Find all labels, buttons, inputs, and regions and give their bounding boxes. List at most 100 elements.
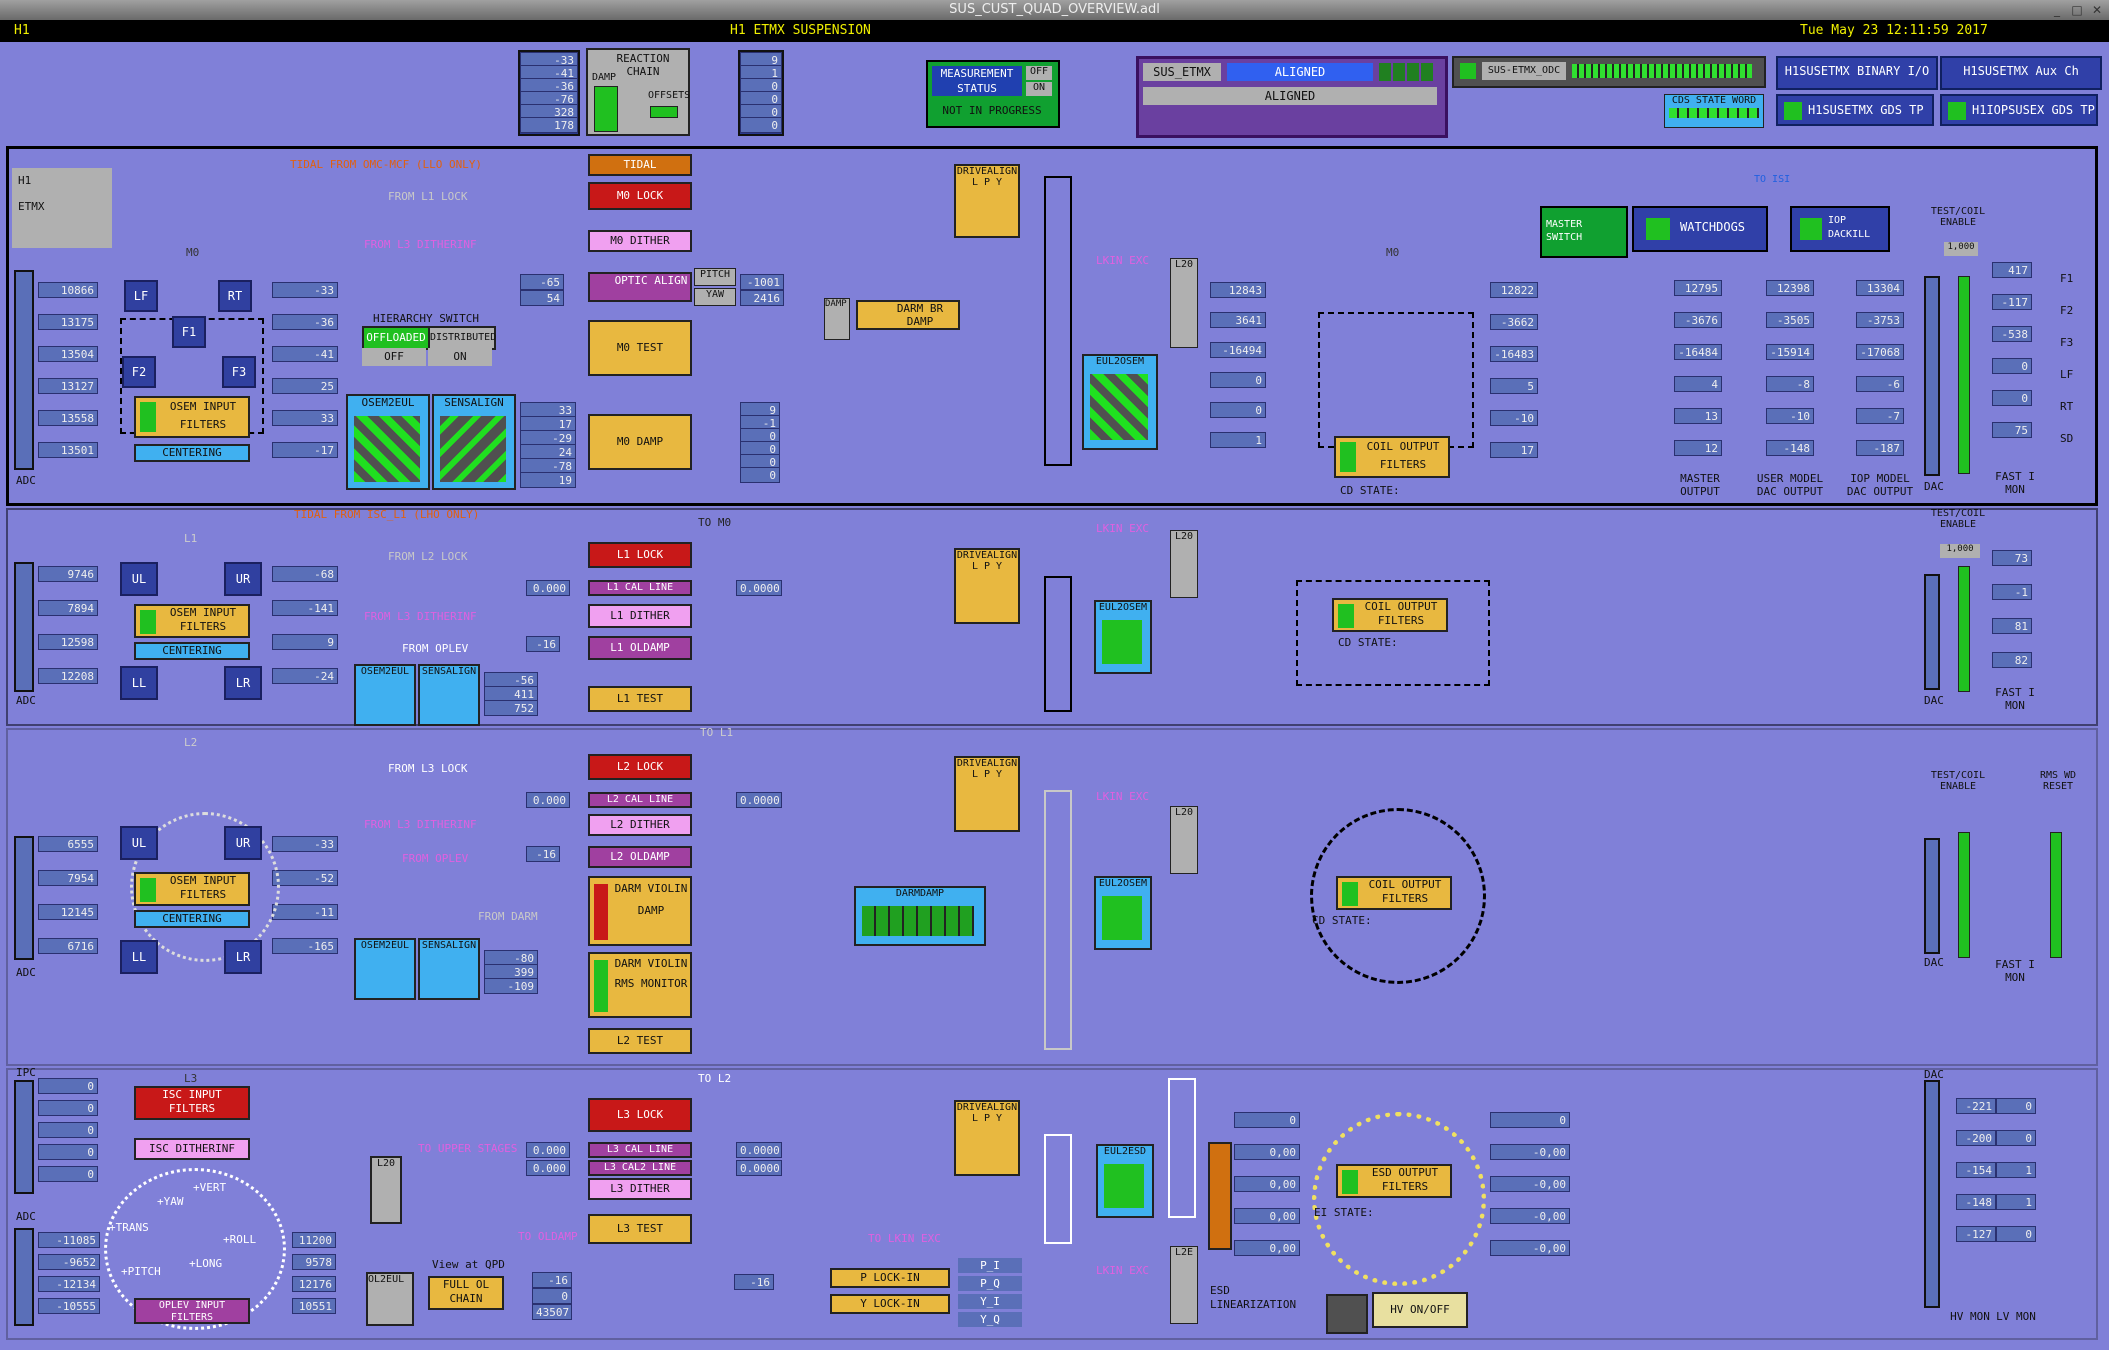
darm-br-damp-button[interactable]: DARM BR DAMP	[856, 300, 960, 330]
l1-osem2eul-button[interactable]: OSEM2EUL	[354, 664, 416, 726]
esd-right-value: -0,00	[1490, 1208, 1570, 1224]
tidal-filter-button[interactable]: TIDAL	[588, 154, 692, 176]
l2-oldamp-button[interactable]: L2 OLDAMP	[588, 846, 692, 868]
isc-input-filters[interactable]: ISC INPUT FILTERS	[134, 1086, 250, 1120]
l2-coil-output-filters[interactable]: COIL OUTPUT FILTERS	[1336, 876, 1452, 910]
watchdogs-button[interactable]: WATCHDOGS	[1632, 206, 1768, 252]
m0-coil-in-value: 5	[1490, 378, 1538, 394]
l1-oldamp-button[interactable]: L1 OLDAMP	[588, 636, 692, 660]
yaw-button[interactable]: YAW	[694, 288, 736, 306]
l3-dac-label: DAC	[1924, 1068, 1944, 1081]
l2-lock-button[interactable]: L2 LOCK	[588, 754, 692, 780]
l2-cal-out: 0.0000	[736, 792, 782, 808]
pitch-button[interactable]: PITCH	[694, 268, 736, 286]
hierarchy-off-button[interactable]: OFF	[362, 348, 426, 366]
m0-eul2osem-button[interactable]: EUL2OSEM	[1082, 354, 1158, 450]
m0-lock-button[interactable]: M0 LOCK	[588, 182, 692, 210]
l1-cal-line-button[interactable]: L1 CAL LINE	[588, 580, 692, 596]
m0-dither-button[interactable]: M0 DITHER	[588, 230, 692, 252]
l1-test-button[interactable]: L1 TEST	[588, 686, 692, 712]
l1-centering-button[interactable]: CENTERING	[134, 642, 250, 660]
m0-drive-value: 0	[1210, 372, 1266, 388]
master-switch[interactable]: MASTER SWITCH	[1540, 206, 1628, 258]
l3-lock-button[interactable]: L3 LOCK	[588, 1098, 692, 1132]
esd-output-filters[interactable]: ESD OUTPUT FILTERS	[1336, 1164, 1452, 1198]
measurement-status-label: MEASUREMENT STATUS	[932, 66, 1022, 96]
darmdamp-button[interactable]: DARMDAMP	[854, 886, 986, 946]
m0-coil-label: F1	[2060, 272, 2074, 285]
m0-fast-value: -117	[1992, 294, 2032, 310]
l3-dither-button[interactable]: L3 DITHER	[588, 1178, 692, 1200]
m0-osem2eul-button[interactable]: OSEM2EUL	[346, 394, 430, 490]
l2-osem2eul-button[interactable]: OSEM2EUL	[354, 938, 416, 1000]
l2-osem-input-filters[interactable]: OSEM INPUT FILTERS	[134, 872, 250, 906]
l1-adc-bar	[14, 562, 34, 692]
m0-osem-input-filters[interactable]: OSEM INPUT FILTERS	[134, 396, 250, 438]
full-ol-chain-button[interactable]: FULL OL CHAIN	[428, 1276, 504, 1310]
iop-dackill-button[interactable]: IOP DACKILL	[1790, 206, 1890, 252]
guardian-request-menu[interactable]: ALIGNED	[1143, 87, 1437, 105]
binary-io-button[interactable]: H1SUSETMX BINARY I/O	[1776, 56, 1938, 90]
master-output-value: -3676	[1674, 312, 1722, 328]
darm-violin-damp-button[interactable]: DARM VIOLIN DAMP	[588, 876, 692, 946]
optic-align-button[interactable]: OPTIC ALIGN	[588, 272, 692, 302]
l3-adc-label: ADC	[16, 1210, 36, 1223]
m0-sensalign-button[interactable]: SENSALIGN	[432, 394, 516, 490]
l3-hv-value: -154	[1956, 1162, 1996, 1178]
l1-dac-bar	[1924, 574, 1940, 690]
l2-cal-line-button[interactable]: L2 CAL LINE	[588, 792, 692, 808]
p-lock-in-button[interactable]: P LOCK-IN	[830, 1268, 950, 1288]
l2-lkin-exc: LKIN EXC	[1096, 790, 1149, 803]
m0-adc-value: 10866	[38, 282, 98, 298]
measurement-off-button[interactable]: OFF	[1026, 66, 1052, 80]
oplev-input-filters[interactable]: OPLEV INPUT FILTERS	[134, 1298, 250, 1324]
m0-test-button[interactable]: M0 TEST	[588, 320, 692, 376]
ol2eul-button[interactable]: OL2EUL	[366, 1272, 414, 1326]
l2-test-button[interactable]: L2 TEST	[588, 1028, 692, 1054]
reaction-chain-button[interactable]: REACTION CHAIN DAMP OFFSETS	[586, 48, 690, 136]
iop-gds-tp-button[interactable]: H1IOPSUSEX GDS TP	[1940, 94, 2098, 126]
l3-cal2-line-button[interactable]: L3 CAL2 LINE	[588, 1160, 692, 1176]
l2-dither-button[interactable]: L2 DITHER	[588, 814, 692, 836]
m0-centering-button[interactable]: CENTERING	[134, 444, 250, 462]
maximize-icon[interactable]: □	[2071, 3, 2083, 17]
l2-sensalign-button[interactable]: SENSALIGN	[418, 938, 480, 1000]
close-icon[interactable]: ✕	[2091, 3, 2103, 17]
l1-dither-button[interactable]: L1 DITHER	[588, 604, 692, 628]
site-label: H1	[14, 23, 30, 38]
l3-test-button[interactable]: L3 TEST	[588, 1214, 692, 1244]
gds-tp-button[interactable]: H1SUSETMX GDS TP	[1776, 94, 1934, 126]
eul2esd-button[interactable]: EUL2ESD	[1096, 1144, 1154, 1218]
l1-cal-out: 0.0000	[736, 580, 782, 596]
minimize-icon[interactable]: _	[2054, 3, 2060, 17]
l1-sensalign-button[interactable]: SENSALIGN	[418, 664, 480, 726]
darm-violin-rms-button[interactable]: DARM VIOLIN RMS MONITOR	[588, 952, 692, 1018]
m0-drivealign-button[interactable]: DRIVEALIGN L P Y	[954, 164, 1020, 238]
odc-button[interactable]: SUS-ETMX_ODC	[1482, 62, 1566, 80]
l2-eul2osem-button[interactable]: EUL2OSEM	[1094, 876, 1152, 950]
aux-ch-button[interactable]: H1SUSETMX Aux Ch	[1940, 56, 2102, 90]
hv-onoff-button[interactable]: HV ON/OFF	[1372, 1292, 1468, 1328]
isc-ditherinf-button[interactable]: ISC DITHERINF	[134, 1138, 250, 1160]
l2-oplev-val: -16	[526, 846, 560, 862]
hierarchy-on-button[interactable]: ON	[428, 348, 492, 366]
l1-osem-input-filters[interactable]: OSEM INPUT FILTERS	[134, 604, 250, 638]
l3-segment-raw-value: 11200	[292, 1232, 336, 1248]
l3-l2e: L2E	[1170, 1246, 1198, 1324]
m0-damp-button[interactable]: M0 DAMP	[588, 414, 692, 470]
l3-segment-raw-value: 9578	[292, 1254, 336, 1270]
l1-eul2osem-button[interactable]: EUL2OSEM	[1094, 600, 1152, 674]
guardian-name-button[interactable]: SUS_ETMX	[1143, 63, 1221, 81]
y-lock-in-button[interactable]: Y LOCK-IN	[830, 1294, 950, 1314]
l3-cal-line-button[interactable]: L3 CAL LINE	[588, 1142, 692, 1158]
l2-filtered-value: -33	[272, 836, 338, 852]
darm-damp-small[interactable]: DAMP	[824, 298, 850, 340]
l1-lock-button[interactable]: L1 LOCK	[588, 542, 692, 568]
l2-centering-button[interactable]: CENTERING	[134, 910, 250, 928]
measurement-on-button[interactable]: ON	[1026, 82, 1052, 96]
m0-coil-output-filters[interactable]: COIL OUTPUT FILTERS	[1334, 436, 1450, 478]
l1-coil-output-filters[interactable]: COIL OUTPUT FILTERS	[1332, 598, 1448, 632]
